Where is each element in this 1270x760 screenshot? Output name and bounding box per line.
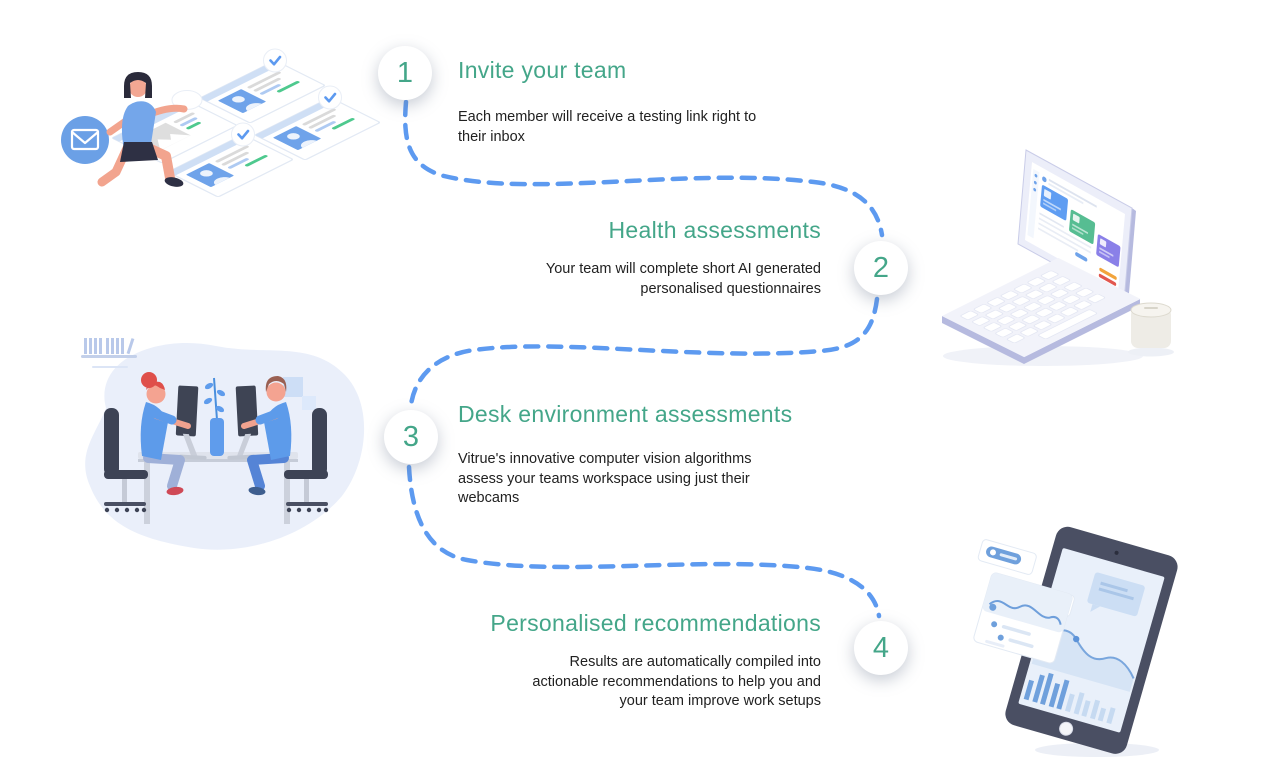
step-4-desc-line: actionable recommendations to help you a…: [532, 673, 821, 690]
step-2-number: 2: [872, 251, 890, 284]
dashboard-content: [1027, 168, 1121, 286]
dashboard-card-purple: [1096, 234, 1121, 267]
laptop-illustration: [942, 149, 1174, 366]
step-4-number: 4: [872, 631, 890, 664]
step-3-desc-line: assess your teams workspace using just t…: [458, 470, 750, 487]
step-3-description: Vitrue's innovative computer vision algo…: [458, 450, 751, 509]
camera-dot: [1114, 550, 1119, 555]
envelope-badge: [61, 116, 109, 164]
step-1-number-badge: 1: [378, 46, 432, 100]
wall-square: [302, 396, 316, 410]
face: [129, 79, 147, 97]
step-1-title: Invite your team: [458, 57, 627, 83]
step-3-desc-line: webcams: [458, 490, 520, 506]
shoe: [164, 177, 184, 187]
step-3-number: 3: [402, 420, 420, 453]
orange-bar: [1099, 267, 1117, 280]
laptop-keyboard: [942, 257, 1141, 364]
step-2-desc-line: personalised questionnaires: [640, 280, 821, 297]
chair-right: [284, 408, 329, 513]
chair-left: [104, 408, 148, 513]
woman-figure: [97, 72, 188, 187]
tablet-illustration: [973, 526, 1178, 757]
connector-2-3: [408, 296, 880, 408]
step-1-description: Each member will receive a testing link …: [458, 108, 756, 147]
speech-card: [1087, 572, 1145, 617]
wall-square: [283, 377, 303, 397]
step-3-desc-line: Vitrue's innovative computer vision algo…: [458, 451, 752, 467]
step-3-title: Desk environment assessments: [458, 401, 793, 427]
hair: [124, 72, 152, 98]
step-2-number-badge: 2: [854, 241, 908, 295]
bar-chart: [1023, 672, 1116, 725]
dashboard-card-green: [1069, 209, 1096, 244]
step-4-desc-line: your team improve work setups: [619, 693, 821, 709]
step-1-number: 1: [396, 56, 414, 89]
floating-card-3: [973, 572, 1073, 664]
tablet-shadow: [1035, 743, 1159, 757]
red-bar: [1098, 273, 1117, 286]
step-2-desc-line: Your team will complete short AI generat…: [545, 261, 821, 277]
shorts: [120, 142, 158, 162]
plant-vase: [203, 377, 226, 456]
step-2-title: Health assessments: [608, 217, 821, 243]
envelope-icon: [70, 128, 100, 151]
bookshelf: [81, 338, 137, 368]
dashboard-card-blue: [1040, 185, 1068, 221]
person-right: [241, 376, 292, 496]
step-4-number-badge: 4: [854, 621, 908, 675]
person-left: [140, 372, 191, 496]
floating-card-1: [977, 539, 1037, 575]
step-4-description: Results are automatically compiled into …: [532, 653, 821, 712]
coffee-cup: [1128, 302, 1174, 357]
step-2-description: Your team will complete short AI generat…: [546, 260, 821, 299]
step-3-number-badge: 3: [384, 410, 438, 464]
step-1-desc-line: Each member will receive a testing link …: [458, 109, 757, 125]
shirt: [121, 101, 156, 150]
step-4-desc-line: Results are automatically compiled into: [569, 654, 821, 670]
laptop-screen: [1017, 149, 1136, 305]
step-1-desc-line: their inbox: [458, 128, 525, 145]
laptop-shadow: [943, 346, 1143, 366]
invite-illustration: [61, 47, 380, 198]
desk-illustration: [81, 338, 365, 550]
home-button: [1059, 721, 1074, 736]
step-4-title: Personalised recommendations: [490, 610, 821, 636]
